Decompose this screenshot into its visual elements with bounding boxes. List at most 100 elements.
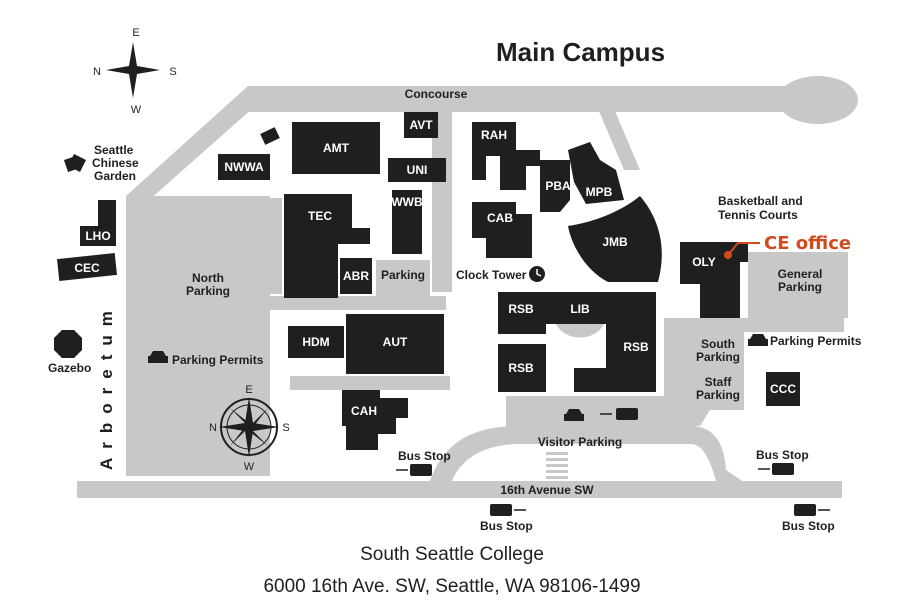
buildings: AVT AMT UNI NWWA TEC WWB ABR RAH PBA MPB… (57, 112, 800, 450)
building-avt-label: AVT (409, 118, 433, 132)
parking-permits-right: Parking Permits (748, 334, 862, 348)
car-icon (748, 334, 768, 346)
gazebo-icon (54, 330, 82, 358)
building-abr[interactable] (340, 258, 372, 294)
building-jmb-label: JMB (602, 235, 628, 249)
concourse-turnaround (778, 76, 858, 124)
building-cab-label: CAB (487, 211, 513, 225)
building-wwb-label: WWB (391, 195, 423, 209)
building-lho-wing[interactable] (98, 200, 116, 230)
building-tec[interactable] (284, 194, 370, 298)
building-rah[interactable] (472, 122, 540, 190)
building-cec[interactable] (57, 253, 117, 281)
compass-top-e: E (132, 27, 139, 39)
building-cah[interactable] (342, 390, 408, 450)
north-parking-label-2: Parking (186, 284, 230, 298)
building-jmb[interactable] (568, 196, 662, 282)
concourse-left-diagonal (126, 86, 262, 208)
avenue-road (77, 481, 842, 498)
building-ccc[interactable] (766, 372, 800, 406)
garden-icon (64, 154, 86, 172)
building-tec-label: TEC (308, 209, 332, 223)
parking-permits-right-label: Parking Permits (770, 334, 862, 348)
building-lib-label: LIB (570, 302, 590, 316)
compass-top-w: W (131, 104, 142, 116)
compass-star-icon (106, 42, 160, 98)
gazebo: Gazebo (48, 330, 91, 375)
bus-icon (794, 504, 816, 516)
bus-stop-2: Bus Stop (756, 448, 809, 475)
building-wwb[interactable] (392, 190, 422, 254)
compass-bottom-w: W (244, 461, 255, 473)
building-uni[interactable] (388, 158, 446, 182)
car-icon (148, 351, 168, 363)
college-address: 6000 16th Ave. SW, Seattle, WA 98106-149… (263, 576, 640, 597)
building-nwwa-label: NWWA (224, 160, 264, 174)
bus-stop-1-label: Bus Stop (398, 449, 451, 463)
courts-label-1: Basketball and (718, 194, 803, 208)
clock-tower: Clock Tower (456, 266, 545, 282)
building-hdm[interactable] (288, 326, 344, 358)
building-cec-label: CEC (74, 261, 100, 275)
compass-bottom-e: E (245, 384, 252, 396)
building-hdm-label: HDM (302, 335, 329, 349)
building-pba-label: PBA (545, 179, 571, 193)
general-parking-lot (748, 252, 848, 318)
map-title: Main Campus (496, 37, 665, 67)
building-nwwa[interactable] (218, 154, 270, 180)
ce-office-marker[interactable]: CE office (724, 233, 851, 259)
general-parking-label-2: Parking (778, 280, 822, 294)
north-parking-label-1: North (192, 271, 224, 285)
right-diagonal-path (596, 104, 640, 170)
building-lho[interactable] (80, 226, 116, 246)
concourse-label: Concourse (405, 87, 468, 101)
college-name: South Seattle College (360, 544, 544, 565)
north-parking-lot (146, 196, 270, 476)
building-pba[interactable] (540, 160, 570, 212)
building-cab[interactable] (472, 202, 532, 258)
building-mpb-label: MPB (586, 185, 613, 199)
avenue-label: 16th Avenue SW (500, 483, 594, 497)
compass-bottom-s: S (282, 422, 289, 434)
building-rsb-bottom-label: RSB (508, 361, 534, 375)
staff-parking-label-2: Parking (696, 388, 740, 402)
arboretum-label: Arboretum (97, 302, 116, 470)
building-small-square[interactable] (260, 127, 280, 145)
bus-icon (490, 504, 512, 516)
bus-icon (772, 463, 794, 475)
parking-permits-left-label: Parking Permits (172, 353, 264, 367)
compass-bottom: E N S W (209, 384, 290, 473)
visitor-parking-label: Visitor Parking (538, 435, 622, 449)
garden-label-2: Chinese (92, 156, 139, 170)
left-vertical-road (126, 196, 146, 476)
building-rah-label: RAH (481, 128, 507, 142)
courts-label-2: Tennis Courts (718, 208, 798, 222)
south-parking-label-2: Parking (696, 350, 740, 364)
building-rsb-bottom[interactable] (498, 344, 546, 392)
building-oly-label: OLY (692, 255, 716, 269)
garden-label-1: Seattle (94, 143, 134, 157)
bus-stop-2-label: Bus Stop (756, 448, 809, 462)
building-mpb[interactable] (568, 142, 624, 204)
bus-stop-4: Bus Stop (782, 504, 835, 533)
gazebo-label: Gazebo (48, 361, 91, 375)
crosswalk (546, 452, 568, 479)
building-lho-label: LHO (85, 229, 110, 243)
bus-icon (410, 464, 432, 476)
compass-top: E N S W (93, 27, 177, 116)
building-aut-label: AUT (383, 335, 408, 349)
visitor-loop-road (430, 426, 742, 481)
building-abr-label: ABR (343, 269, 369, 283)
ce-office-label: CE office (764, 233, 851, 254)
building-rsb-top-label: RSB (508, 302, 534, 316)
general-parking-label-1: General (778, 267, 823, 281)
building-aut[interactable] (346, 314, 444, 374)
ce-office-leader (727, 242, 760, 256)
bus-stop-3-label: Bus Stop (480, 519, 533, 533)
building-amt[interactable] (292, 122, 380, 174)
parking-lots (146, 196, 848, 479)
building-rsb-lib-complex[interactable] (498, 292, 656, 392)
bus-stop-4-label: Bus Stop (782, 519, 835, 533)
building-avt[interactable] (404, 112, 438, 138)
building-oly[interactable] (680, 242, 748, 318)
